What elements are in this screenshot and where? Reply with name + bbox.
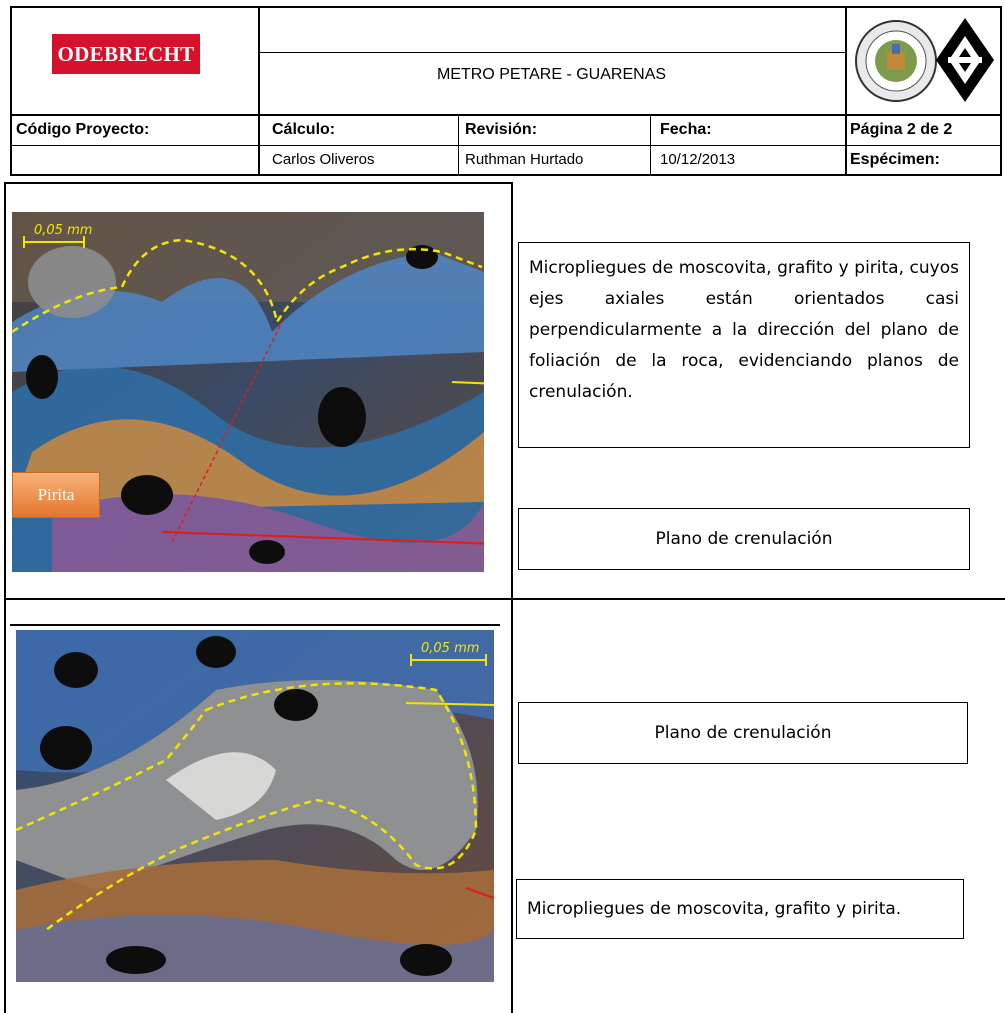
pagina-label: Página 2 de 2: [850, 121, 953, 138]
university-seal-icon: [855, 20, 937, 102]
revision-label: Revisión:: [465, 121, 538, 138]
body-frame-divider: [511, 182, 513, 1013]
odebrecht-logo: ODEBRECHT: [52, 34, 200, 74]
panel2-crenulation-label: Plano de crenulación: [518, 702, 968, 764]
panel2-micropliegues-label: Micropliegues de moscovita, grafito y pi…: [516, 879, 964, 939]
panel1-description: Micropliegues de moscovita, grafito y pi…: [518, 242, 970, 448]
especimen-label: Espécimen:: [850, 151, 940, 168]
calculo-label: Cálculo:: [272, 121, 336, 138]
metro-logo-icon: [936, 18, 994, 102]
panel2-image-topline: [10, 624, 500, 626]
scale-bar-label: 0,05 mm: [34, 223, 92, 238]
fecha-value: 10/12/2013: [660, 151, 736, 168]
project-title: METRO PETARE - GUARENAS: [436, 66, 667, 83]
panel1-crenulation-label: Plano de crenulación: [518, 508, 970, 570]
body-frame-top-left: [4, 182, 512, 184]
pirita-label: Pirita: [12, 472, 100, 518]
document-header: [10, 6, 1002, 176]
fecha-label: Fecha:: [660, 121, 712, 138]
micrograph-2: 0,05 mm: [16, 630, 494, 982]
scale-bar-label: 0,05 mm: [421, 641, 479, 656]
revision-value: Ruthman Hurtado: [465, 151, 584, 168]
institution-logos: [855, 18, 994, 102]
calculo-value: Carlos Oliveros: [272, 151, 375, 168]
body-frame-left: [4, 182, 6, 1013]
body-frame-mid: [4, 598, 1005, 600]
codigo-proyecto-label: Código Proyecto:: [16, 121, 150, 138]
micrograph-1: 0,05 mm: [12, 212, 484, 572]
